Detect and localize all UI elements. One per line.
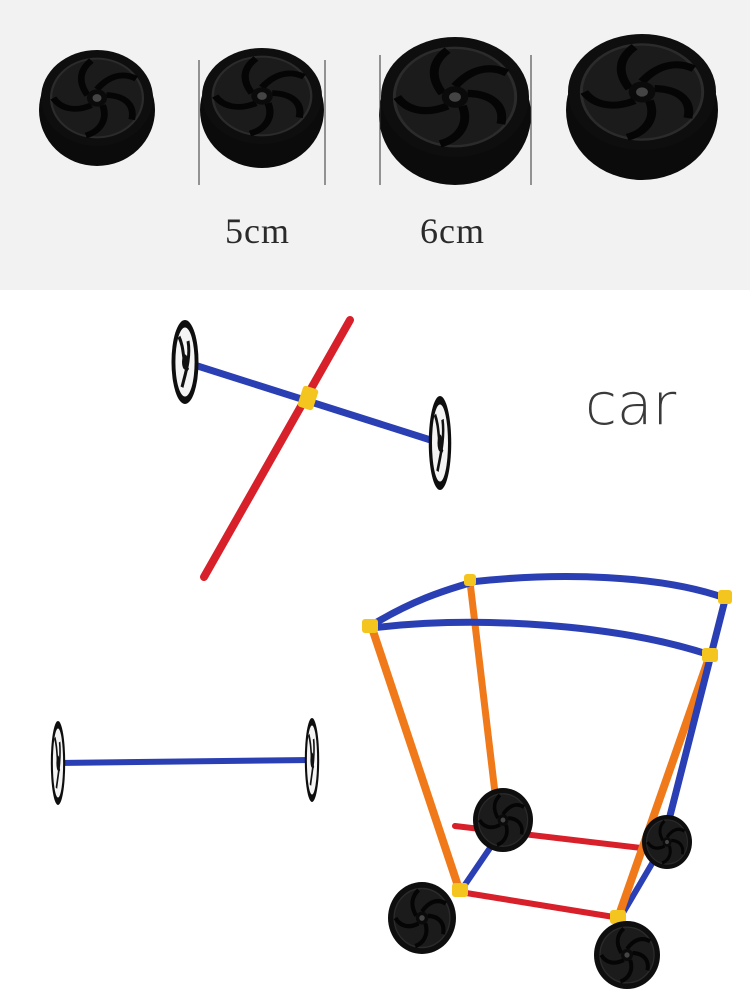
wheel-large-1	[379, 37, 531, 185]
car-caption: car	[585, 370, 677, 438]
wheel-small-1	[39, 50, 155, 166]
wheel-large-2	[566, 34, 718, 180]
wheel-small-2	[200, 48, 324, 168]
simple-axle	[51, 718, 319, 805]
size-label-5cm: 5cm	[225, 211, 290, 251]
measure-lines	[198, 55, 532, 185]
axle-with-rod	[172, 320, 452, 581]
size-label-6cm: 6cm	[420, 211, 485, 251]
cart-frame	[362, 573, 732, 989]
